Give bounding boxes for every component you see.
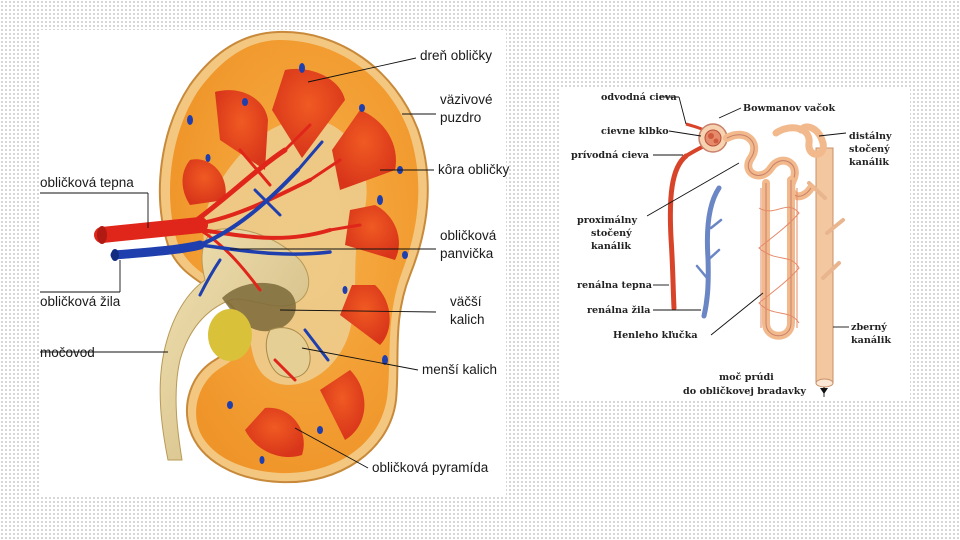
nephron-diagram-panel: odvodná cieva Bowmanov vačok cievne klbk… xyxy=(561,88,910,401)
artery-stump xyxy=(97,226,107,244)
label-afferent-vessel: prívodná cieva xyxy=(571,150,649,161)
label-flow-line2: do obličkovej bradavky xyxy=(683,386,806,397)
label-minor-calyx: menší kalich xyxy=(422,362,497,377)
label-bowman-capsule: Bowmanov vačok xyxy=(743,103,835,114)
kidney-illustration: dreň obličky väzivové puzdro kôra obličk… xyxy=(40,30,506,496)
label-proximal-line1: proximálny xyxy=(577,215,638,226)
renal-artery-vessel xyxy=(670,156,686,308)
renal-sinus-fat xyxy=(208,309,252,361)
label-proximal-line2: stočený xyxy=(591,228,632,239)
label-renal-vein-nephron: renálna žila xyxy=(587,305,650,316)
label-collecting-line1: zberný xyxy=(851,322,887,333)
nephron-illustration: odvodná cieva Bowmanov vačok cievne klbk… xyxy=(561,88,910,401)
label-major-calyx-line1: väčší xyxy=(450,294,482,309)
vein-stump xyxy=(111,249,119,261)
bowman-capsule xyxy=(699,124,727,152)
label-distal-line2: stočený xyxy=(849,144,890,155)
label-distal-line1: distálny xyxy=(849,131,892,142)
label-proximal-line3: kanálik xyxy=(591,241,631,252)
label-cortex: kôra obličky xyxy=(438,162,510,177)
label-flow-line1: moč prúdi xyxy=(719,372,774,383)
label-collecting-line2: kanálik xyxy=(851,335,891,346)
label-ureter: močovod xyxy=(40,345,95,360)
label-renal-artery-nephron: renálna tepna xyxy=(577,280,652,291)
label-pelvis-line2: panvička xyxy=(440,246,494,261)
label-renal-artery: obličková tepna xyxy=(40,175,134,190)
flow-arrow-icon xyxy=(820,388,828,394)
label-glomerulus: cievne klbko xyxy=(601,126,669,137)
kidney-cross-section-panel: dreň obličky väzivové puzdro kôra obličk… xyxy=(40,30,506,496)
label-renal-vein: obličková žila xyxy=(40,294,121,309)
label-pelvis-line1: obličková xyxy=(440,228,497,243)
label-distal-line3: kanálik xyxy=(849,157,889,168)
label-capsule-line1: väzivové xyxy=(440,92,493,107)
label-major-calyx-line2: kalich xyxy=(450,312,485,327)
label-efferent-vessel: odvodná cieva xyxy=(601,92,677,103)
label-medulla: dreň obličky xyxy=(420,48,492,63)
label-renal-pyramid: obličková pyramída xyxy=(372,460,489,475)
collecting-duct xyxy=(809,148,843,387)
label-capsule-line2: puzdro xyxy=(440,110,481,125)
label-henle-loop: Henleho kľučka xyxy=(613,330,698,341)
